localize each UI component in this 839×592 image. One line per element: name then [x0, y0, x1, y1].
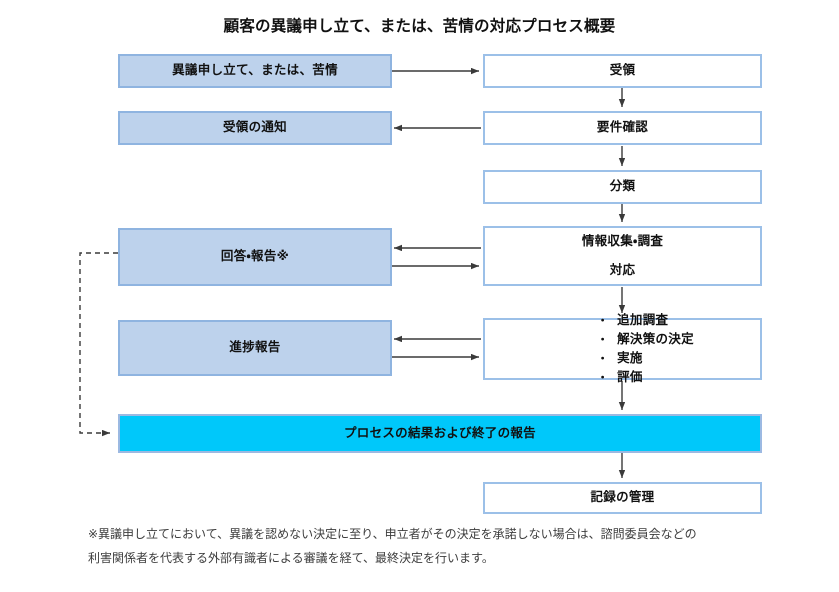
node-records[interactable]: 記録の管理: [483, 482, 762, 514]
node-receipt-notice-label: 受領の通知: [222, 120, 287, 135]
node-records-label: 記録の管理: [590, 490, 655, 505]
node-classification-label: 分類: [609, 179, 636, 194]
node-answer-report-label: 回答・報告※: [220, 249, 290, 264]
bullet-marker: ・: [597, 315, 609, 328]
list-item: ・ 追加調査: [597, 311, 694, 330]
bullet-label: 評価: [617, 369, 643, 384]
list-item: ・ 実施: [597, 349, 694, 368]
node-classification[interactable]: 分類: [483, 170, 762, 204]
node-requirement-check[interactable]: 要件確認: [483, 111, 762, 145]
footnote-line-2: 利害関係者を代表する外部有識者による審議を経て、最終決定を行います。: [88, 551, 494, 565]
node-progress-report[interactable]: 進捗報告: [118, 320, 392, 376]
bullet-label: 実施: [617, 351, 643, 365]
list-item: ・ 評価: [597, 368, 694, 387]
bullet-marker: ・: [597, 353, 609, 365]
footnote-line-1: ※異議申し立てにおいて、異議を認めない決定に至り、申立者がその決定を承諾しない場…: [88, 527, 697, 541]
actions-bullet-list: ・ 追加調査 ・ 解決策の決定 ・ 実施 ・ 評価: [551, 311, 694, 387]
edge-answer-to-result-dashed: [79, 252, 118, 437]
footnote: ※異議申し立てにおいて、異議を認めない決定に至り、申立者がその決定を承諾しない場…: [88, 522, 778, 570]
page-title: 顧客の異議申し立て、または、苦情の対応プロセス概要: [223, 18, 616, 35]
node-requirement-check-label: 要件確認: [596, 120, 649, 135]
node-investigation-line1: 情報収集・調査: [581, 234, 664, 249]
node-investigation-line2: 対応: [609, 262, 636, 277]
node-process-result-label: プロセスの結果および終了の報告: [343, 425, 536, 440]
node-process-result[interactable]: プロセスの結果および終了の報告: [118, 414, 762, 453]
node-receipt[interactable]: 受領: [483, 54, 762, 88]
bullet-marker: ・: [597, 334, 609, 347]
bullet-marker: ・: [597, 371, 609, 384]
bullet-label: 解決策の決定: [617, 332, 694, 347]
node-complaint[interactable]: 異議申し立て、または、苦情: [118, 54, 392, 88]
node-investigation-stack: 情報収集・調査 対応: [582, 232, 663, 280]
node-actions[interactable]: ・ 追加調査 ・ 解決策の決定 ・ 実施 ・ 評価: [483, 313, 762, 384]
bullet-label: 追加調査: [617, 313, 669, 328]
node-receipt-notice[interactable]: 受領の通知: [118, 111, 392, 145]
node-complaint-label: 異議申し立て、または、苦情: [172, 63, 338, 78]
list-item: ・ 解決策の決定: [597, 330, 694, 349]
node-progress-report-label: 進捗報告: [229, 340, 281, 355]
node-answer-report[interactable]: 回答・報告※: [118, 228, 392, 286]
node-receipt-label: 受領: [609, 63, 636, 78]
node-investigation[interactable]: 情報収集・調査 対応: [483, 226, 762, 286]
